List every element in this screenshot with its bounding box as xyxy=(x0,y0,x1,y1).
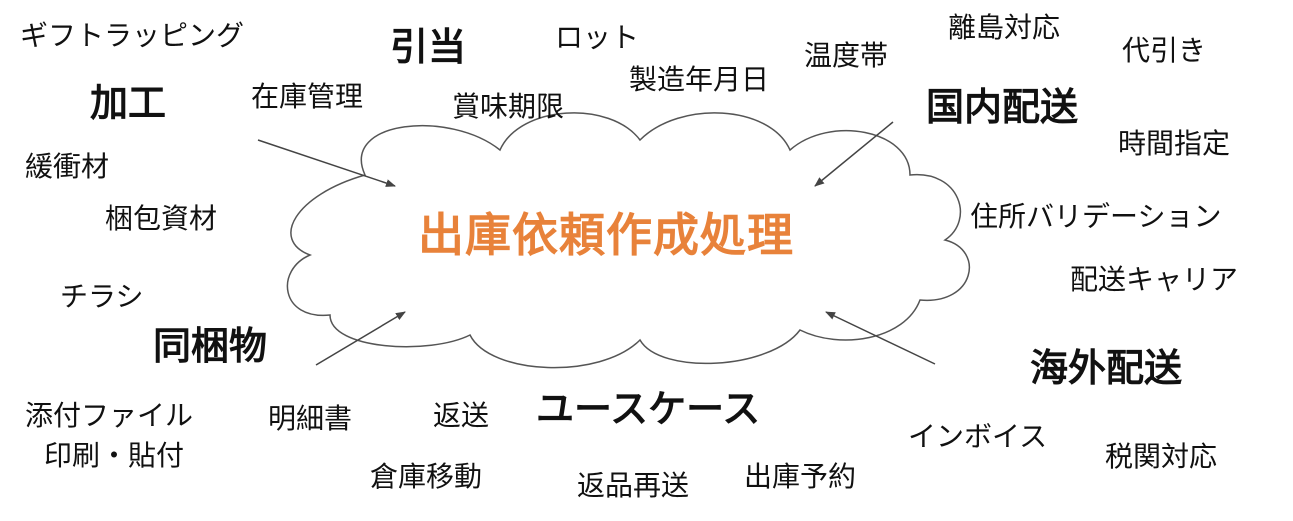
keyword-invoice: インボイス xyxy=(908,420,1048,453)
keyword-customs: 税関対応 xyxy=(1105,440,1218,473)
keyword-statement: 明細書 xyxy=(268,402,353,435)
keyword-return: 返送 xyxy=(433,399,490,432)
keyword-lot: ロット xyxy=(555,21,640,54)
keyword-return-resend: 返品再送 xyxy=(577,469,690,502)
category-overseas-delivery: 海外配送 xyxy=(1030,346,1183,390)
keyword-time-slot: 時間指定 xyxy=(1118,127,1231,160)
keyword-address-validation: 住所バリデーション xyxy=(970,200,1222,233)
keyword-inventory: 在庫管理 xyxy=(251,80,364,113)
keyword-warehouse-move: 倉庫移動 xyxy=(370,460,483,493)
category-allocation: 引当 xyxy=(390,25,467,69)
keyword-carrier: 配送キャリア xyxy=(1070,263,1239,296)
keyword-cod: 代引き xyxy=(1122,34,1207,67)
keyword-flyer: チラシ xyxy=(60,280,144,313)
keyword-packing-material: 梱包資材 xyxy=(105,202,218,235)
category-processing: 加工 xyxy=(90,81,167,125)
category-domestic-delivery: 国内配送 xyxy=(926,85,1079,129)
keyword-cushioning: 緩衝材 xyxy=(25,150,110,183)
keyword-remote-island: 離島対応 xyxy=(948,11,1061,44)
category-bundle: 同梱物 xyxy=(153,324,268,368)
arrow-processing xyxy=(257,139,396,187)
center-title: 出庫依頼作成処理 xyxy=(418,208,794,262)
category-usecase: ユースケース xyxy=(536,387,761,431)
keyword-manufacture-date: 製造年月日 xyxy=(629,63,770,96)
keyword-print-paste: 印刷・貼付 xyxy=(44,439,185,472)
arrow-bundle xyxy=(315,311,406,366)
keyword-reservation: 出庫予約 xyxy=(744,460,857,493)
arrow-domestic xyxy=(814,121,894,187)
keyword-temperature: 温度帯 xyxy=(804,39,889,72)
arrow-overseas xyxy=(825,311,936,365)
keyword-attach-file: 添付ファイル xyxy=(25,399,194,432)
keyword-expiry: 賞味期限 xyxy=(452,90,565,123)
keyword-gift-wrapping: ギフトラッピング xyxy=(20,19,245,52)
cloud-shape xyxy=(286,112,970,369)
